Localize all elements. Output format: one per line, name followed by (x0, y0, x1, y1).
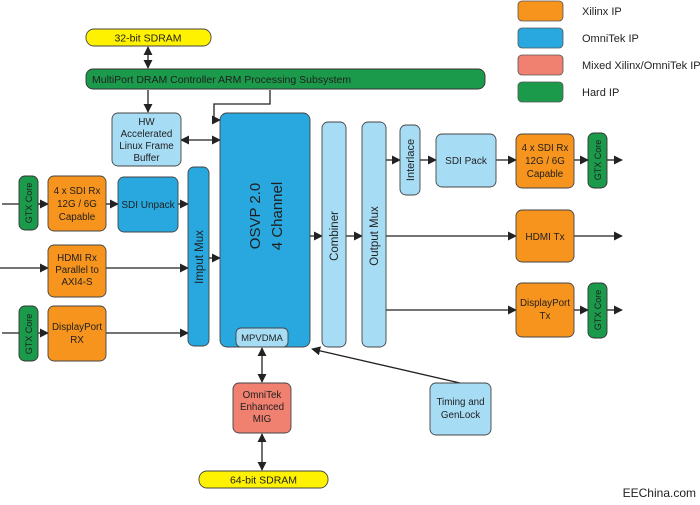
svg-text:12G / 6G: 12G / 6G (525, 156, 565, 167)
svg-text:SDI Pack: SDI Pack (445, 156, 488, 167)
line-mpdram-osvp (211, 90, 271, 125)
svg-text:HDMI Tx: HDMI Tx (525, 232, 564, 243)
svg-text:32-bit SDRAM: 32-bit SDRAM (114, 33, 181, 45)
svg-text:OmniTek: OmniTek (243, 390, 282, 401)
block-hdmi-rx: HDMI Rx Parallel to AXI4-S (47, 244, 107, 298)
svg-text:OSVP 2.0: OSVP 2.0 (247, 183, 264, 249)
svg-text:MPVDMA: MPVDMA (241, 333, 283, 344)
svg-text:Parallel to: Parallel to (55, 265, 99, 276)
block-sdi-unpack: SDI Unpack (117, 176, 179, 233)
block-timing-genlock: Timing and GenLock (429, 382, 492, 436)
svg-text:Buffer: Buffer (134, 153, 161, 164)
svg-text:4 Channel: 4 Channel (269, 182, 286, 250)
legend-swatch-omnitek (517, 27, 564, 49)
connections (0, 46, 623, 471)
svg-text:DisplayPort: DisplayPort (52, 322, 102, 333)
legend-swatch-hard (517, 81, 564, 103)
svg-text:Accelerated: Accelerated (121, 129, 173, 140)
block-interlace: Interlace (399, 124, 421, 196)
block-input-mux: Imput Mux (187, 166, 210, 347)
svg-text:Interlace: Interlace (405, 139, 417, 181)
legend-label-xilinx: Xilinx IP (582, 6, 622, 18)
svg-text:SDI Unpack: SDI Unpack (121, 200, 175, 211)
legend-swatch-xilinx (517, 0, 564, 22)
block-sdi-rx-left: 4 x SDI Rx 12G / 6G Capable (47, 175, 107, 232)
legend-label-hard: Hard IP (582, 87, 619, 99)
block-osvp: OSVP 2.0 4 Channel (219, 112, 311, 348)
block-omnitek-mig: OmniTek Enhanced MIG (232, 382, 292, 434)
line-timing-osvp (311, 346, 461, 384)
svg-text:4 x SDI Rx: 4 x SDI Rx (54, 186, 101, 197)
block-gtx-core-right-bottom: GTX Core (587, 282, 608, 339)
block-mpdram-controller: MultiPort DRAM Controller ARM Processing… (85, 68, 486, 90)
svg-text:AXI4-S: AXI4-S (61, 277, 93, 288)
legend-swatch-mixed (517, 54, 564, 76)
svg-text:GTX Core: GTX Core (24, 314, 34, 355)
watermark: EEChina.com (623, 486, 696, 500)
svg-text:Imput Mux: Imput Mux (194, 230, 206, 284)
svg-text:4 x SDI Rx: 4 x SDI Rx (522, 143, 569, 154)
block-gtx-core-left-bottom: GTX Core (18, 305, 39, 362)
block-sdi-rx-right: 4 x SDI Rx 12G / 6G Capable (515, 133, 575, 189)
block-hdmi-tx: HDMI Tx (515, 209, 575, 263)
svg-text:Linux Frame: Linux Frame (119, 141, 174, 152)
svg-text:Capable: Capable (59, 212, 96, 223)
block-sdram64: 64-bit SDRAM (198, 470, 329, 489)
svg-text:GenLock: GenLock (441, 410, 480, 421)
block-displayport-rx: DisplayPort RX (47, 305, 107, 362)
svg-text:GTX Core: GTX Core (593, 290, 603, 331)
block-combiner: Combiner (321, 121, 347, 348)
svg-text:GTX Core: GTX Core (24, 183, 34, 224)
block-mpvdma: MPVDMA (235, 327, 289, 348)
svg-text:Capable: Capable (527, 169, 564, 180)
svg-text:MultiPort DRAM Controller ARM: MultiPort DRAM Controller ARM Processing… (92, 74, 351, 86)
svg-text:MIG: MIG (253, 414, 272, 425)
block-output-mux: Output Mux (361, 121, 387, 348)
svg-text:Timing and: Timing and (436, 397, 484, 408)
block-sdi-pack: SDI Pack (435, 133, 497, 188)
legend-label-mixed: Mixed Xilinx/OmniTek IP (582, 60, 700, 72)
svg-text:Output Mux: Output Mux (369, 206, 381, 266)
block-gtx-core-left-top: GTX Core (18, 175, 39, 231)
svg-text:HW: HW (138, 117, 155, 128)
svg-text:GTX Core: GTX Core (593, 140, 603, 181)
block-hw-frame-buffer: HW Accelerated Linux Frame Buffer (111, 112, 182, 167)
block-displayport-tx: DisplayPort Tx (515, 282, 575, 338)
svg-text:RX: RX (70, 335, 84, 346)
legend: Xilinx IP OmniTek IP Mixed Xilinx/OmniTe… (517, 0, 700, 103)
svg-text:Tx: Tx (540, 311, 551, 322)
svg-text:12G / 6G: 12G / 6G (57, 199, 97, 210)
svg-text:DisplayPort: DisplayPort (520, 298, 570, 309)
block-sdram32: 32-bit SDRAM (85, 28, 212, 47)
svg-text:HDMI Rx: HDMI Rx (57, 253, 97, 264)
svg-text:64-bit SDRAM: 64-bit SDRAM (230, 475, 297, 487)
legend-label-omnitek: OmniTek IP (582, 33, 639, 45)
svg-text:Combiner: Combiner (329, 211, 341, 261)
block-gtx-core-right-top: GTX Core (587, 132, 608, 189)
svg-text:Enhanced: Enhanced (240, 402, 284, 413)
